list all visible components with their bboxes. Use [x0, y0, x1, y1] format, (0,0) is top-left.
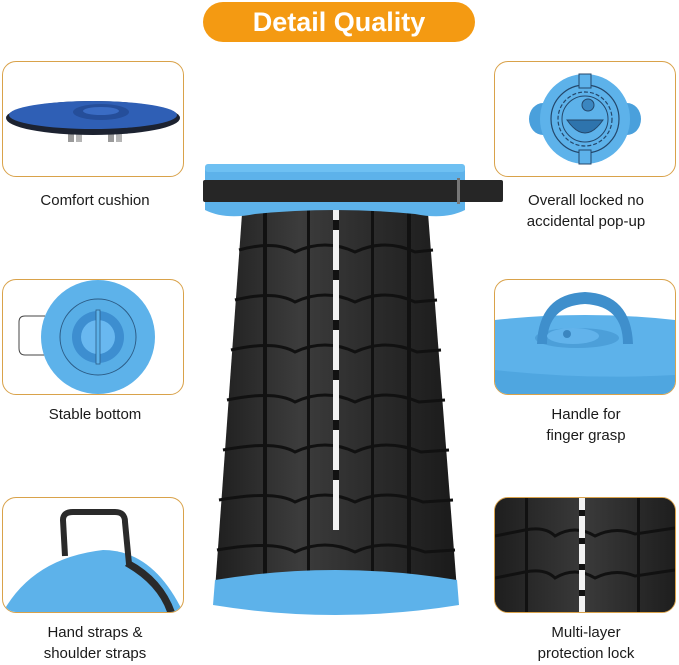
stool-product-image — [195, 160, 505, 660]
cushion-image — [6, 101, 180, 142]
layers-image — [495, 498, 675, 612]
feature-card-bottom — [2, 279, 184, 395]
page-title: Detail Quality — [252, 7, 426, 37]
feature-card-straps — [2, 497, 184, 613]
caption-cushion: Comfort cushion — [40, 192, 150, 209]
bottom-image — [18, 280, 155, 394]
caption-bottom: Stable bottom — [48, 406, 142, 423]
feature-card-lock — [494, 61, 676, 177]
feature-card-layers — [494, 497, 676, 613]
title-banner: Detail Quality — [203, 2, 475, 42]
feature-card-cushion — [2, 61, 184, 177]
feature-card-handle — [494, 279, 676, 395]
handle-image — [495, 292, 675, 394]
lock-top-image — [529, 73, 641, 165]
strap-image — [3, 509, 183, 612]
caption-straps: Hand straps & shoulder straps — [43, 624, 147, 662]
caption-handle: Handle for finger grasp — [546, 406, 626, 444]
stool-image — [203, 164, 503, 615]
caption-layers: Multi-layer protection lock — [537, 624, 635, 662]
caption-lock: Overall locked no accidental pop-up — [526, 192, 646, 230]
